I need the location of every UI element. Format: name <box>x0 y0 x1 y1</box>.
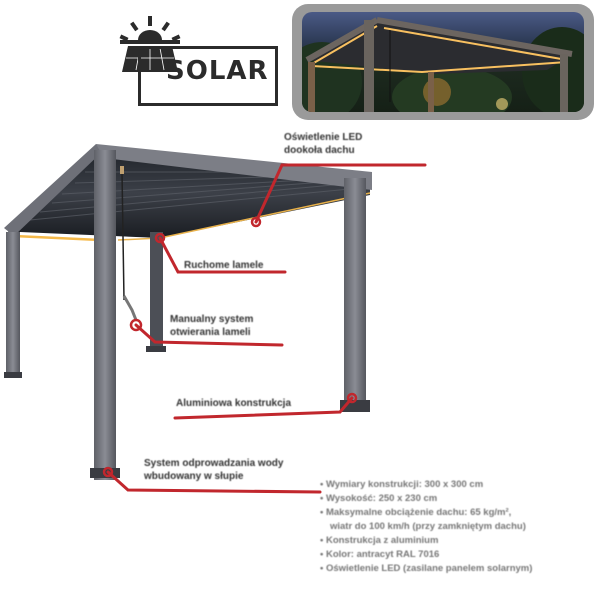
spec-item: • Maksymalne obciążenie dachu: 65 kg/m², <box>320 507 512 518</box>
logo-text: SOLAR <box>166 56 269 86</box>
logo-frame <box>138 46 278 106</box>
label-line: System odprowadzania wody <box>144 458 284 469</box>
label-line: wbudowany w słupie <box>144 471 244 482</box>
callout-led-label: Oświetlenie LED dookoła dachu <box>284 131 362 157</box>
spec-item: wiatr do 100 km/h (przy zamkniętym dachu… <box>330 521 526 532</box>
post-front-left <box>94 150 116 480</box>
callout-line-drain <box>106 470 322 494</box>
spec-item: • Konstrukcja z aluminium <box>320 535 439 546</box>
label-line: Ruchome lamele <box>184 260 264 271</box>
spec-item: • Kolor: antracyt RAL 7016 <box>320 549 440 560</box>
spec-item: • Wysokość: 250 x 230 cm <box>320 493 438 504</box>
callout-drain-label: System odprowadzania wody wbudowany w sł… <box>144 457 283 483</box>
spec-list: • Wymiary konstrukcji: 300 x 300 cm • Wy… <box>320 478 595 576</box>
pergola-diagram <box>4 144 427 494</box>
crank-rod <box>121 171 125 301</box>
post-back-right <box>150 232 163 352</box>
callout-line-slats <box>158 236 287 274</box>
solar-panel-sun-icon <box>119 16 181 72</box>
spec-item: • Oświetlenie LED (zasilane panelem sola… <box>320 563 533 574</box>
photo-scene <box>302 12 584 112</box>
label-line: Oświetlenie LED <box>284 132 363 143</box>
callout-crank-label: Manualny system otwierania lameli <box>170 313 253 339</box>
post-back-left <box>6 232 20 377</box>
callout-line-led <box>254 163 427 224</box>
callout-line-crank <box>134 323 284 347</box>
pergola-night-illustration <box>302 17 584 112</box>
label-line: Aluminiowa konstrukcja <box>176 398 292 409</box>
label-line: Manualny system <box>170 314 254 325</box>
product-photo <box>292 4 594 120</box>
post-front-right <box>344 178 366 408</box>
callout-frame-label: Aluminiowa konstrukcja <box>176 397 291 410</box>
label-line: dookoła dachu <box>284 145 355 156</box>
label-line: otwierania lameli <box>170 327 251 338</box>
spec-item: • Wymiary konstrukcji: 300 x 300 cm <box>320 479 484 490</box>
callout-slats-label: Ruchome lamele <box>184 259 263 272</box>
led-strip <box>13 234 101 242</box>
callout-line-frame <box>173 396 354 420</box>
solar-logo: SOLAR <box>118 14 278 106</box>
